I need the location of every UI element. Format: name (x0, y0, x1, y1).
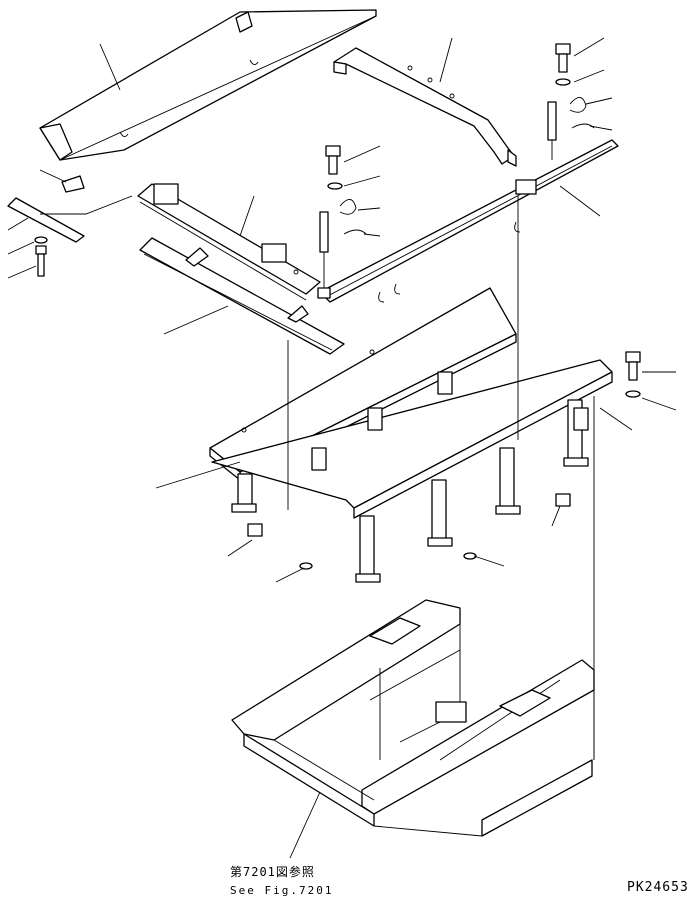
pin (319, 211, 329, 253)
washer (327, 182, 343, 190)
callout-leaders (7, 37, 677, 859)
drawing-number: PK24653 (627, 880, 689, 895)
bolt-head (325, 145, 341, 157)
bolt-head (555, 43, 571, 55)
top-cover-panel (39, 9, 377, 161)
base-frame (231, 599, 595, 837)
ring-pin (343, 229, 367, 235)
reference-note-japanese: 第7201図参照 (230, 865, 315, 879)
assembly-lines (287, 140, 595, 760)
reference-note-english: See Fig.7201 (230, 884, 334, 897)
pin (555, 493, 571, 507)
washer (625, 390, 641, 398)
middle-bracket-beam (137, 183, 321, 301)
bolt-shank (628, 361, 638, 381)
clip (339, 199, 357, 215)
small-latch-plate (7, 197, 85, 243)
washer (463, 552, 477, 560)
washer (555, 78, 571, 86)
pin (247, 523, 263, 537)
upper-side-rail (333, 47, 517, 167)
long-rail (317, 139, 619, 303)
bolt-head (625, 351, 641, 363)
pin (547, 101, 557, 141)
bolt-head (35, 245, 47, 255)
clip (569, 97, 587, 113)
bolt-shank (328, 155, 338, 175)
washer (299, 562, 313, 570)
deck-table (209, 287, 613, 583)
bolt-shank (558, 53, 568, 73)
washer (34, 236, 48, 244)
hardware (7, 43, 641, 570)
strip-plate (139, 237, 345, 355)
bolt-shank (37, 253, 45, 277)
bolt-head (61, 175, 85, 193)
